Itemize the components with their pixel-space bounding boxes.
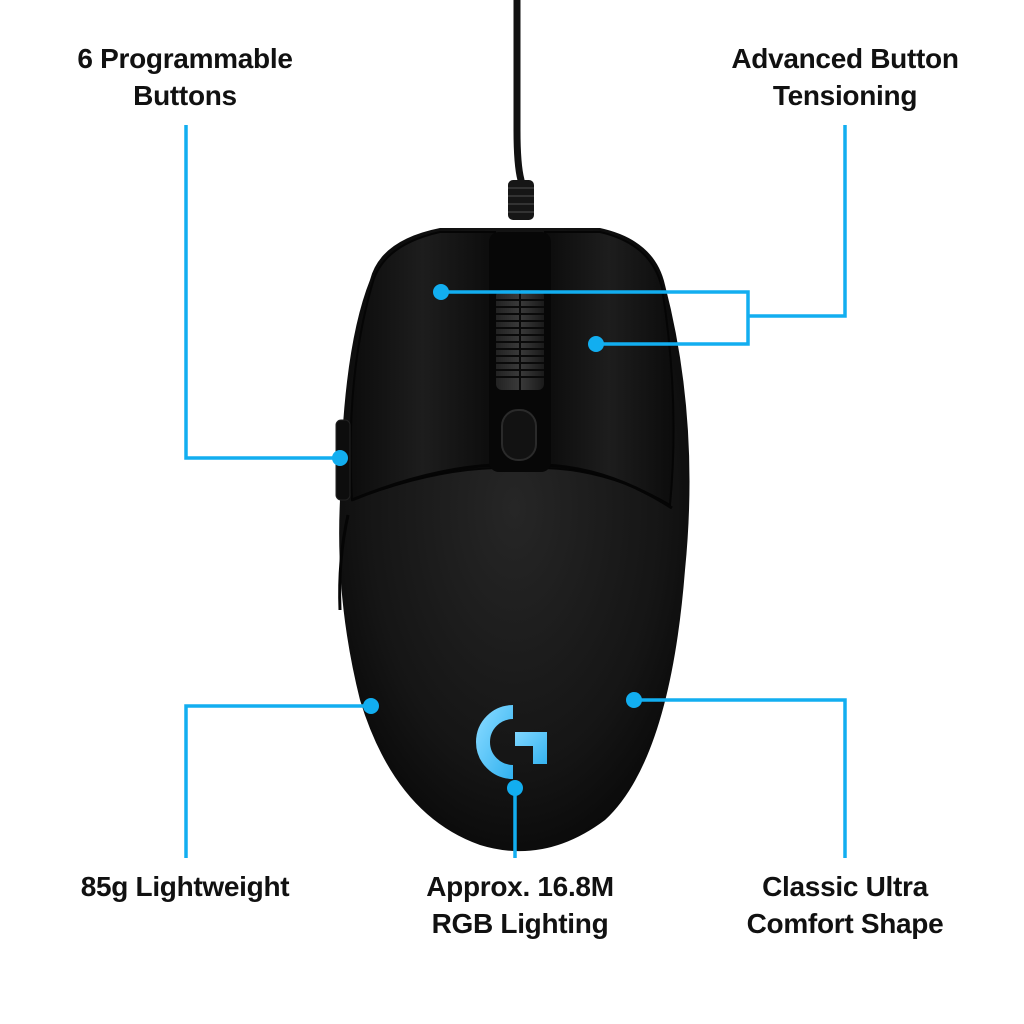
callout-lightweight: 85g Lightweight [40,868,330,905]
callout-line: 85g Lightweight [80,871,290,902]
callout-line: 6 Programmable [77,43,293,74]
callout-line: Buttons [133,80,237,111]
cable [508,0,534,220]
callout-line: Tensioning [772,80,918,111]
callout-dots [332,284,642,796]
callout-leader-lines [184,125,847,858]
dot-shape [626,692,642,708]
callout-line: RGB Lighting [431,908,609,939]
callout-line: Approx. 16.8M [426,871,614,902]
callout-line: Classic Ultra [762,871,928,902]
dot-lighting [507,780,523,796]
callout-programmable-buttons: 6 Programmable Buttons [30,40,340,114]
dot-right-click [588,336,604,352]
dot-side-buttons [332,450,348,466]
callout-rgb-lighting: Approx. 16.8M RGB Lighting [375,868,665,942]
dot-weight [363,698,379,714]
callout-button-tensioning: Advanced Button Tensioning [695,40,995,114]
g-logo-icon [476,705,547,779]
callout-comfort-shape: Classic Ultra Comfort Shape [695,868,995,942]
dot-left-click [433,284,449,300]
mouse-body [335,228,690,852]
callout-line: Advanced Button [731,43,959,74]
callout-line: Comfort Shape [746,908,944,939]
